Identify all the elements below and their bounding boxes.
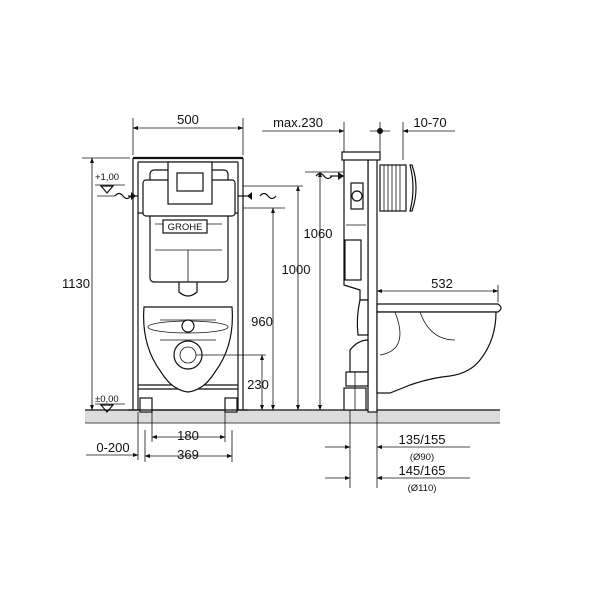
dim-230: 230 — [196, 354, 269, 411]
dim-total-height: 1130 — [62, 157, 130, 411]
side-frame — [341, 151, 417, 413]
svg-text:(Ø110): (Ø110) — [408, 483, 437, 494]
svg-text:145/165: 145/165 — [399, 463, 446, 478]
dim-1000: 1000 — [243, 185, 311, 411]
dim-1060: 1060 — [304, 171, 345, 411]
supply-pipes — [114, 192, 277, 200]
dim-max-230: max.230 — [262, 115, 345, 152]
actuator-ribs — [383, 165, 401, 211]
svg-text:500: 500 — [177, 112, 199, 127]
svg-text:1000: 1000 — [282, 262, 311, 277]
pipe-dim-extensions — [349, 410, 378, 488]
dim-0-200: 0-200 — [86, 412, 139, 460]
svg-text:180: 180 — [177, 428, 199, 443]
svg-text:±0,00: ±0,00 — [95, 394, 119, 405]
dim-frame-width: 500 — [132, 112, 244, 155]
svg-text:369: 369 — [177, 447, 199, 462]
dim-180: 180 — [151, 412, 226, 443]
brand-text: GROHE — [168, 222, 203, 233]
svg-text:960: 960 — [251, 314, 273, 329]
front-frame — [128, 156, 248, 413]
plate-side — [409, 164, 417, 212]
svg-text:+1,00: +1,00 — [95, 172, 119, 183]
wall-bowl-front — [143, 306, 233, 393]
svg-text:1130: 1130 — [62, 276, 90, 291]
dim-145-165: 145/165 (Ø110) — [325, 463, 470, 494]
side-supply-pipe — [315, 172, 344, 180]
dim-10-70: 10-70 — [370, 115, 455, 160]
svg-text:max.230: max.230 — [273, 115, 323, 130]
svg-text:(Ø90): (Ø90) — [410, 452, 434, 463]
svg-text:532: 532 — [431, 276, 453, 291]
svg-text:230: 230 — [247, 377, 269, 392]
svg-text:10-70: 10-70 — [413, 115, 446, 130]
level-upper: +1,00 — [95, 172, 125, 197]
svg-text:135/155: 135/155 — [399, 432, 446, 447]
dim-532: 532 — [376, 276, 499, 302]
svg-text:1060: 1060 — [304, 226, 333, 241]
brand-label — [162, 219, 208, 234]
wall-bowl-side — [376, 303, 502, 394]
dim-369: 369 — [144, 430, 233, 462]
cistern: GROHE — [142, 161, 236, 297]
level-floor: ±0,00 — [95, 394, 125, 413]
dim-135-155: 135/155 (Ø90) — [325, 432, 470, 463]
dim-960: 960 — [243, 207, 285, 411]
svg-text:0-200: 0-200 — [96, 440, 129, 455]
